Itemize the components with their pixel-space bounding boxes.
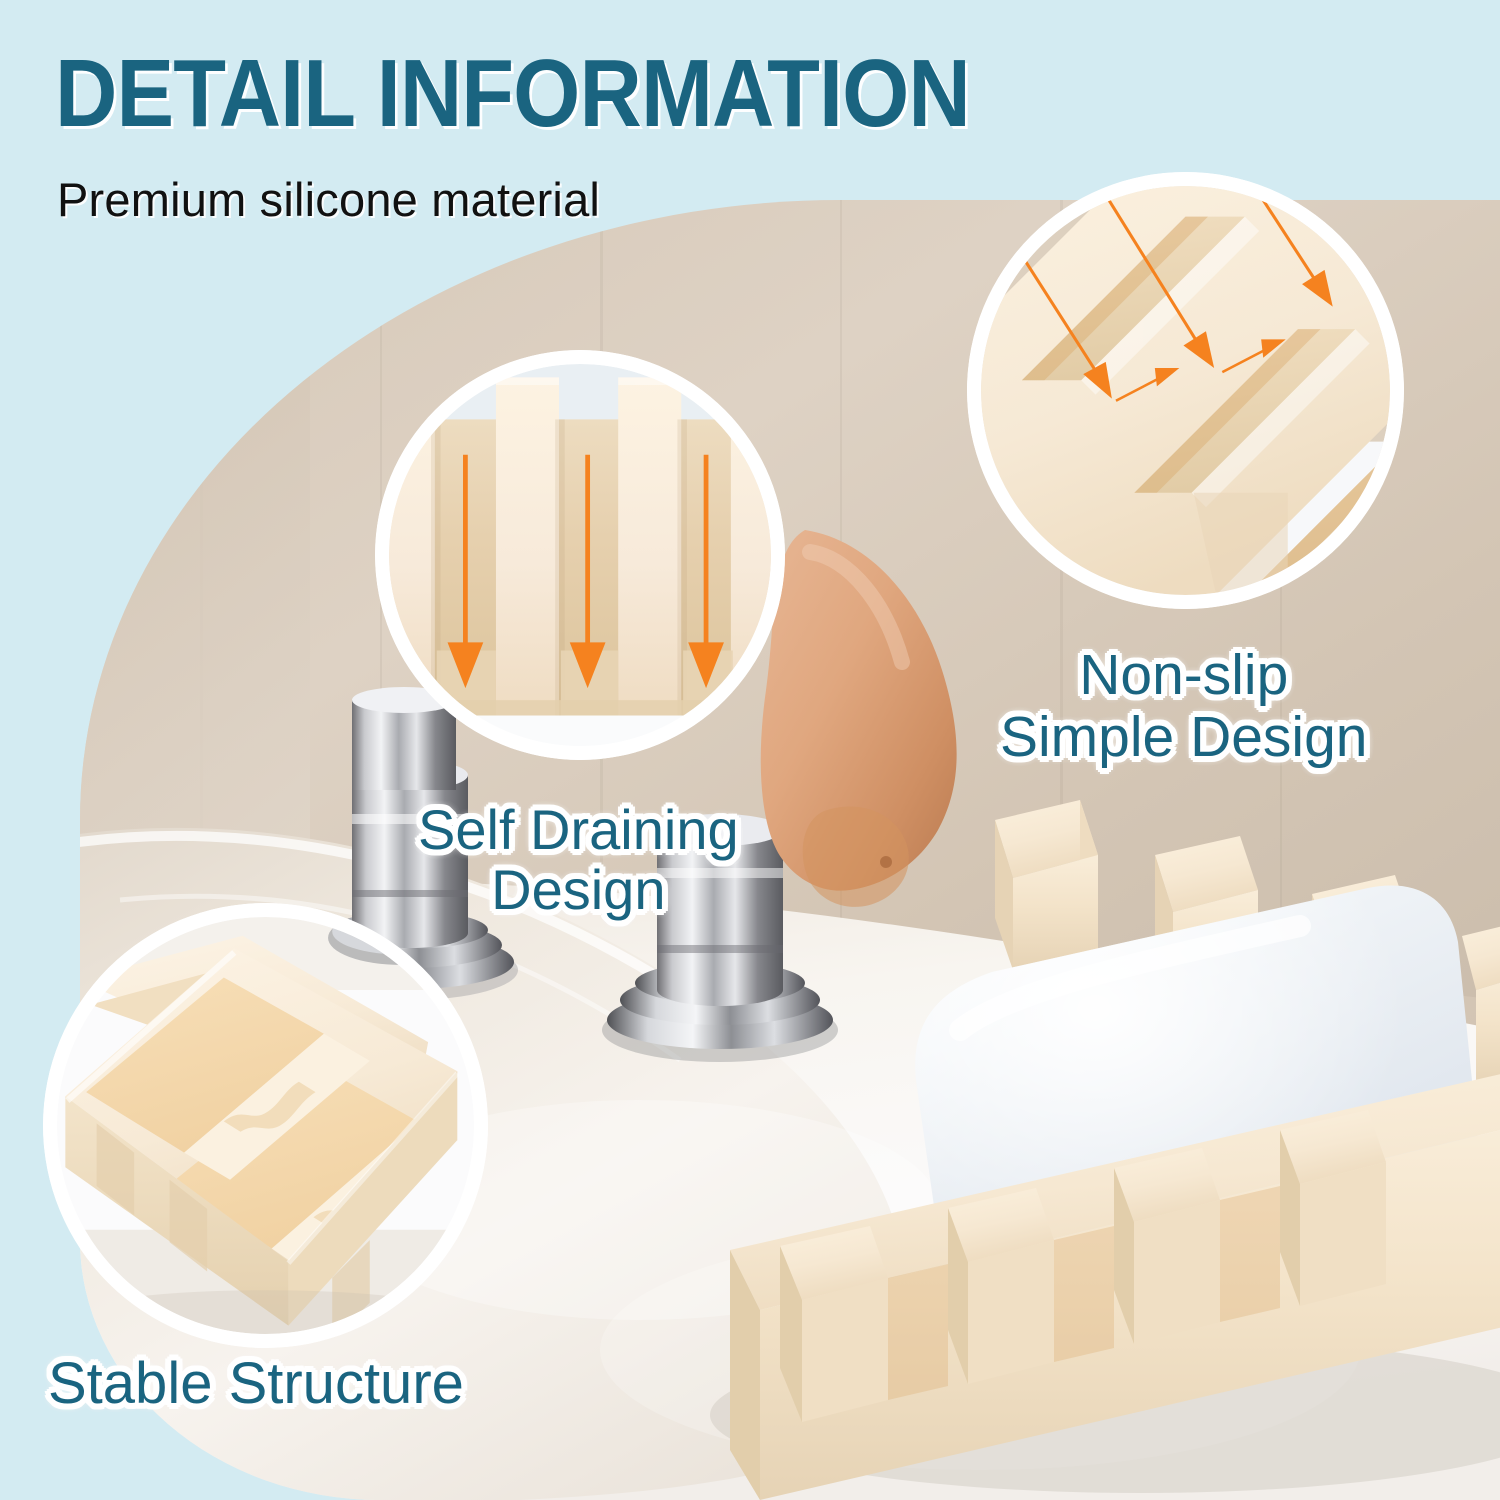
- inset-non-slip: [967, 172, 1404, 609]
- page-subtitle: Premium silicone material: [57, 173, 601, 226]
- soap-dish-with-soap: [710, 800, 1500, 1500]
- inset-stable-structure-image: [57, 917, 474, 1334]
- callout-label-self-draining: Self Draining Design: [418, 798, 739, 922]
- dish-base-front: [730, 1074, 1500, 1500]
- callout-label-stable-structure: Stable Structure: [48, 1351, 464, 1416]
- self-draining-illustration: [389, 364, 771, 746]
- non-slip-arrows: [1018, 186, 1333, 402]
- stable-structure-illustration: [57, 917, 474, 1334]
- inset-self-draining: [375, 350, 785, 760]
- faucet-handle-right: [602, 814, 838, 1062]
- hand-reaching: [760, 530, 957, 907]
- inset-stable-structure: [43, 903, 488, 1348]
- non-slip-illustration: [981, 186, 1390, 595]
- inset-non-slip-image: [981, 186, 1390, 595]
- dish-front-ridges: [780, 1110, 1386, 1422]
- inset-self-draining-image: [389, 364, 771, 746]
- callout-label-non-slip: Non-slip Simple Design: [1000, 643, 1368, 769]
- drain-arrows: [447, 454, 724, 689]
- page-title: DETAIL INFORMATION: [55, 40, 971, 147]
